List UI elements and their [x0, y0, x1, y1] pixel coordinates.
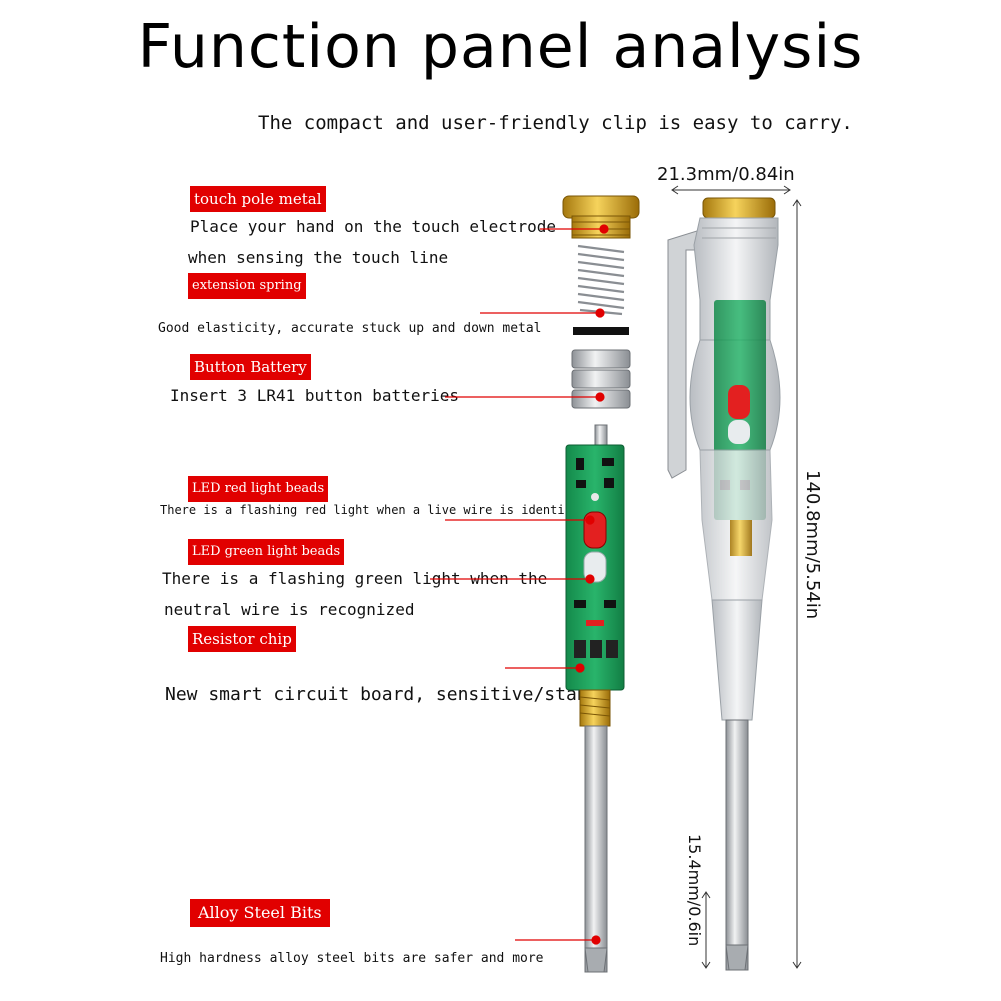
tag-extension-spring: extension spring	[188, 273, 306, 299]
circuit-board	[565, 444, 625, 691]
tag-led-green: LED green light beads	[188, 539, 345, 565]
desc-led-red: There is a flashing red light when a liv…	[160, 503, 594, 517]
desc-alloy-steel-bits: High hardness alloy steel bits are safer…	[160, 951, 544, 966]
extension-spring-part	[577, 244, 625, 316]
washer	[573, 327, 629, 335]
leader-lines	[430, 224, 609, 945]
page-title: Function panel analysis	[137, 12, 864, 82]
tag-button-battery: Button Battery	[190, 354, 311, 380]
desc-resistor-chip: New smart circuit board, sensitive/stabl…	[165, 684, 610, 705]
connector-tab	[594, 424, 608, 446]
tag-touch-pole-metal: touch pole metal	[190, 186, 326, 212]
desc-led-green-line1: There is a flashing green light when the	[162, 569, 548, 588]
dimension-width-label: 21.3mm/0.84in	[657, 164, 795, 185]
steel-shaft	[584, 725, 608, 973]
dimension-arrows	[671, 185, 802, 969]
desc-button-battery: Insert 3 LR41 button batteries	[170, 386, 459, 405]
tag-resistor-chip: Resistor chip	[188, 626, 296, 652]
assembled-pen	[667, 197, 781, 971]
desc-extension-spring: Good elasticity, accurate stuck up and d…	[158, 321, 542, 336]
gold-thread	[579, 689, 611, 727]
page-subtitle: The compact and user-friendly clip is ea…	[258, 112, 853, 134]
tag-led-red: LED red light beads	[188, 476, 329, 502]
desc-touch-pole-line2: when sensing the touch line	[188, 248, 449, 267]
tag-alloy-steel-bits: Alloy Steel Bits	[190, 899, 330, 927]
desc-led-green-line2: neutral wire is recognized	[164, 600, 415, 619]
desc-touch-pole-line1: Place your hand on the touch electrode	[190, 217, 557, 236]
